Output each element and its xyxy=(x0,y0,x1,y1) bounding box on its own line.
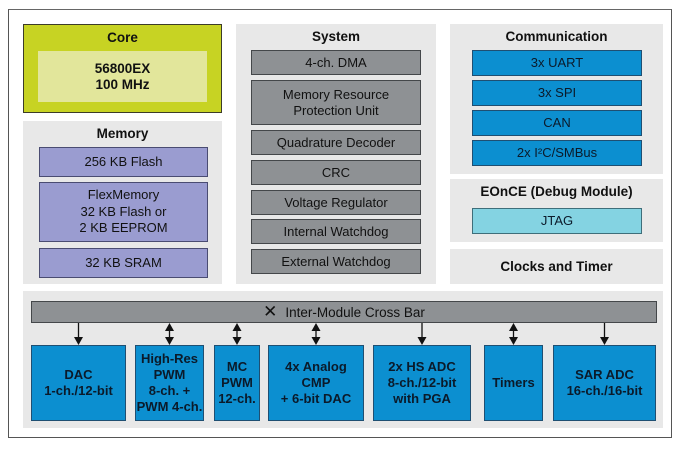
peripheral-analog-cmp: 4x Analog CMP + 6-bit DAC xyxy=(268,345,364,421)
arrow-down-icon xyxy=(74,323,83,345)
memory-title: Memory xyxy=(96,126,149,141)
memory-flexmemory-label: FlexMemory 32 KB Flash or 2 KB EEPROM xyxy=(79,187,168,236)
system-crc: CRC xyxy=(251,160,421,185)
peripheral-sar-adc: SAR ADC 16-ch./16-bit xyxy=(553,345,656,421)
system-external-watchdog: External Watchdog xyxy=(251,249,421,274)
comm-spi: 3x SPI xyxy=(472,80,642,106)
communication-title: Communication xyxy=(505,29,608,44)
peripheral-hs-adc: 2x HS ADC 8-ch./12-bit with PGA xyxy=(373,345,471,421)
debug-jtag: JTAG xyxy=(472,208,642,234)
memory-flexmemory: FlexMemory 32 KB Flash or 2 KB EEPROM xyxy=(39,182,208,242)
comm-uart: 3x UART xyxy=(472,50,642,76)
debug-title: EOnCE (Debug Module) xyxy=(480,184,633,199)
arrow-down-icon xyxy=(600,323,609,345)
cross-bar-icon: ✕ xyxy=(263,302,278,321)
clocks-title: Clocks and Timer xyxy=(500,259,613,274)
system-title: System xyxy=(311,29,361,44)
system-quadrature-decoder: Quadrature Decoder xyxy=(251,130,421,155)
system-internal-watchdog: Internal Watchdog xyxy=(251,219,421,244)
core-model: 56800EX xyxy=(94,60,151,76)
arrow-bidirectional-icon xyxy=(509,323,518,345)
cross-bar: ✕ Inter-Module Cross Bar xyxy=(31,301,657,323)
peripheral-high-res-pwm: High-Res PWM 8-ch. + PWM 4-ch. xyxy=(135,345,204,421)
system-mpu: Memory Resource Protection Unit xyxy=(251,80,421,125)
communication-panel: Communication 3x UART 3x SPI CAN 2x I²C/SMB… xyxy=(450,24,663,174)
memory-sram: 32 KB SRAM xyxy=(39,248,208,278)
arrow-down-icon xyxy=(417,323,427,345)
clocks-panel: Clocks and Timer xyxy=(450,249,663,284)
arrow-bidirectional-icon xyxy=(232,323,242,345)
core-title: Core xyxy=(107,30,138,45)
peripheral-dac: DAC 1-ch./12-bit xyxy=(31,345,126,421)
core-frequency: 100 MHz xyxy=(95,76,150,92)
system-voltage-regulator: Voltage Regulator xyxy=(251,190,421,215)
peripheral-mc-pwm: MC PWM 12-ch. xyxy=(214,345,260,421)
memory-panel: Memory 256 KB Flash FlexMemory 32 KB Fla… xyxy=(23,121,222,284)
comm-i2c: 2x I²C/SMBus xyxy=(472,140,642,166)
peripheral-timers: Timers xyxy=(484,345,543,421)
comm-can: CAN xyxy=(472,110,642,136)
system-panel: System 4-ch. DMA Memory Resource Protecti… xyxy=(236,24,436,284)
core-block: Core 56800EX 100 MHz xyxy=(23,24,222,113)
memory-flash: 256 KB Flash xyxy=(39,147,208,177)
arrow-bidirectional-icon xyxy=(165,323,174,345)
debug-panel: EOnCE (Debug Module) JTAG xyxy=(450,179,663,242)
core-inner: 56800EX 100 MHz xyxy=(38,51,207,102)
arrow-bidirectional-icon xyxy=(311,323,321,345)
core-spec: 56800EX 100 MHz xyxy=(38,51,207,102)
cross-bar-label: Inter-Module Cross Bar xyxy=(285,304,425,320)
system-dma: 4-ch. DMA xyxy=(251,50,421,75)
